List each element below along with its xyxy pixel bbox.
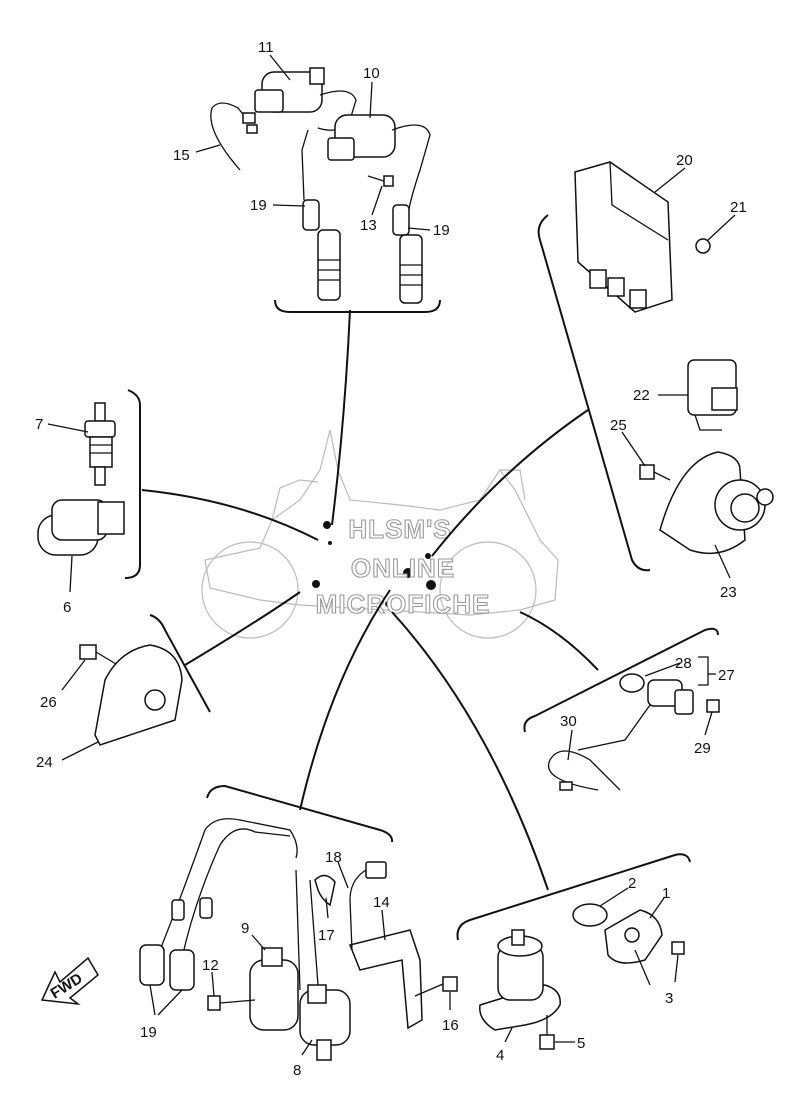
callout-29: 29 <box>694 740 711 757</box>
callout-22: 22 <box>633 387 650 404</box>
callout-28: 28 <box>675 655 692 672</box>
horn-24 <box>94 644 183 746</box>
fwd-arrow-icon <box>40 956 99 1006</box>
callout-1: 1 <box>662 885 670 902</box>
callout-25: 25 <box>610 417 627 434</box>
callout-19-top-right: 19 <box>433 222 450 239</box>
watermark: HLSM'S ONLINE MICROFICHE <box>315 513 491 619</box>
callout-4: 4 <box>496 1047 504 1064</box>
callout-10: 10 <box>363 65 380 82</box>
callout-7: 7 <box>35 416 43 433</box>
plug-cap-left <box>317 229 341 301</box>
callout-9: 9 <box>241 920 249 937</box>
motorcycle-silhouette <box>201 429 559 639</box>
callout-23: 23 <box>720 584 737 601</box>
cdi-relay-horn-group <box>537 161 774 572</box>
callout-5: 5 <box>577 1035 585 1052</box>
neutral-switch-group <box>456 853 691 1050</box>
callout-26: 26 <box>40 694 57 711</box>
callout-18: 18 <box>325 849 342 866</box>
connector-18 <box>365 861 387 879</box>
callout-3: 3 <box>665 990 673 1007</box>
plug-cap-lower-left <box>139 944 165 986</box>
thermo-switch-7 <box>94 402 106 422</box>
fwd-arrow: FWD <box>40 956 99 1006</box>
watermark-line3: MICROFICHE <box>316 589 491 619</box>
watermark-line2: ONLINE <box>351 553 455 583</box>
callout-21: 21 <box>730 199 747 216</box>
callout-2: 2 <box>628 875 636 892</box>
callout-14: 14 <box>373 894 390 911</box>
lower-ignition-coil-group <box>139 784 458 1061</box>
group-leader-lines <box>141 309 599 891</box>
callout-12: 12 <box>202 957 219 974</box>
bracket-14 <box>348 929 423 1030</box>
part-callouts: 11 10 15 19 13 19 20 21 22 25 23 7 <box>35 39 747 1079</box>
callout-24: 24 <box>36 754 53 771</box>
plug-cap-lower-right <box>169 949 195 991</box>
clamp-17 <box>314 874 336 907</box>
o-ring-2 <box>572 903 608 927</box>
callout-8: 8 <box>293 1062 301 1079</box>
callout-11: 11 <box>258 39 274 56</box>
callout-6: 6 <box>63 599 71 616</box>
callout-19-top-left: 19 <box>250 197 267 214</box>
callout-30: 30 <box>560 713 577 730</box>
ignition-coil-9 <box>249 959 299 1031</box>
callout-27: 27 <box>718 667 735 684</box>
plug-cap-right <box>399 234 423 304</box>
speed-sensor-group <box>523 627 720 791</box>
o-ring-28 <box>619 673 645 693</box>
ignition-coil-group <box>210 67 441 313</box>
callout-20: 20 <box>676 152 693 169</box>
callout-17: 17 <box>318 927 335 944</box>
thermo-switch-group <box>37 389 141 579</box>
watermark-line1: HLSM'S <box>348 514 451 544</box>
callout-13: 13 <box>360 217 377 234</box>
horn-23 <box>659 451 746 555</box>
component-location-markers <box>312 521 436 607</box>
callout-15: 15 <box>173 147 190 164</box>
horn-24-group <box>79 614 211 746</box>
callout-16: 16 <box>442 1017 459 1034</box>
callout-19-bottom: 19 <box>140 1024 157 1041</box>
